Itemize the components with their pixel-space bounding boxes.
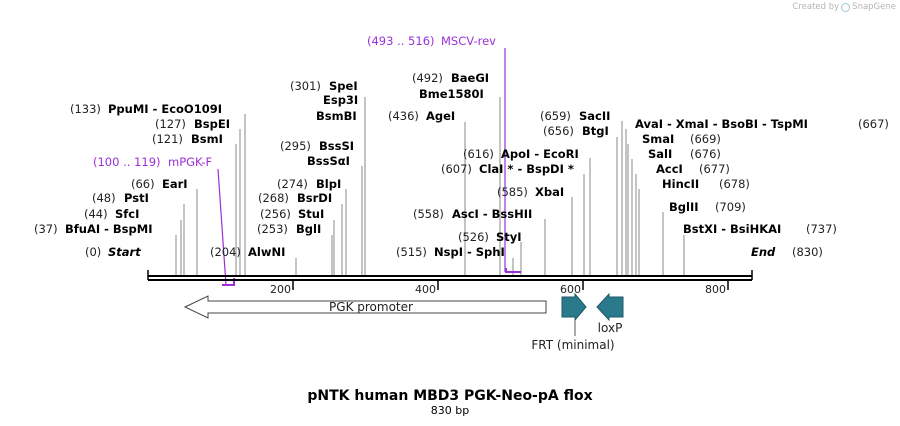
start-position: (0) [85,245,101,259]
tick-label: 400 [415,283,436,296]
site-position: (492) [412,71,443,85]
credit-brand: SnapGene [852,2,896,12]
primer-mpgk-f [217,168,235,286]
site-position: (669) [690,132,721,146]
site-name-stui: StuI [298,207,324,221]
site-position: (274) [277,177,308,191]
site-position: (616) [463,147,494,161]
end-position: (830) [792,245,823,259]
site-position: (301) [290,79,321,93]
site-position: (133) [70,102,101,116]
site-name-blpi: BlpI [316,177,341,191]
site-position: (676) [690,147,721,161]
end-label: End [751,245,776,259]
site-name-spei: SpeI [329,79,358,93]
site-name-bsmbi: BsmBI [316,109,357,123]
site-name-sfci: SfcI [115,207,139,221]
site-position: (607) [441,162,472,176]
site-position: (585) [497,185,528,199]
site-position: (253) [257,222,288,236]
primer-mscv-rev [504,48,521,273]
feature-label: loxP [598,321,623,335]
site-position: (127) [155,117,186,131]
site-name-apoi-ecori: ApoI - EcoRI [501,147,579,161]
site-position: (526) [458,230,489,244]
tick-label: 200 [270,283,291,296]
site-name-bme1580i: Bme1580I [419,87,484,101]
site-position: (256) [260,207,291,221]
tick-label: 800 [705,283,726,296]
start-label: Start [108,245,141,259]
site-name-alwni: AlwNI [248,245,285,259]
snapgene-logo-icon [841,2,851,12]
site-name-sacii: SacII [579,109,610,123]
site-position: (295) [280,139,311,153]
site-position: (37) [34,222,58,236]
site-position: (667) [858,117,889,131]
site-position: (268) [258,191,289,205]
site-position: (678) [719,177,750,191]
site-name-bglii: BglII [669,200,699,214]
primer-range: (493 .. 516) [367,34,435,48]
primer-range: (100 .. 119) [93,155,161,169]
site-name-styi: StyI [496,230,522,244]
snapgene-credit: Created by SnapGene [792,2,896,12]
site-name-bsmi: BsmI [191,132,223,146]
ruler-ticks: 200 400 600 800 [270,280,729,296]
feature-pgk-promoter: PGK promoter [183,295,547,319]
site-position: (659) [540,109,571,123]
site-position: (737) [806,222,837,236]
site-name-bsssai: BssSαI [307,154,350,168]
feature-label: PGK promoter [329,300,413,314]
primer-name-mscv-rev: MSCV-rev [441,34,496,48]
site-name-baegi: BaeGI [451,71,489,85]
site-name-asci-bsshii: AscI - BssHII [452,207,532,221]
site-name-ppumi-ecoo109i: PpuMI - EcoO109I [108,102,222,116]
site-name-avai-xmai-bsobi-tspmi: AvaI - XmaI - BsoBI - TspMI [635,117,808,131]
site-position: (709) [715,200,746,214]
site-name-bspei: BspEI [194,117,230,131]
site-name-hincii: HincII [662,177,699,191]
site-name-bsssi: BssSI [319,139,354,153]
site-name-smai: SmaI [642,132,674,146]
site-name-acci: AccI [656,162,683,176]
site-name-esp3i: Esp3I [323,93,358,107]
sequence-backbone [147,270,753,281]
site-position: (44) [84,207,108,221]
site-name-clai-bspdi: ClaI * - BspDI * [479,162,574,176]
site-name-nspi-sphi: NspI - SphI [434,245,505,259]
site-name-bstxi-bsihkai: BstXI - BsiHKAI [683,222,781,236]
map-length: 830 bp [431,404,469,417]
site-name-sali: SalI [648,147,672,161]
site-name-bfuai-bspmi: BfuAI - BspMI [65,222,152,236]
feature-loxp: loxP [596,292,624,335]
site-position: (515) [396,245,427,259]
credit-prefix: Created by [792,2,840,12]
site-position: (204) [210,245,241,259]
site-position: (436) [388,109,419,123]
site-position: (656) [543,124,574,138]
site-name-bsrdi: BsrDI [297,191,332,205]
site-name-eari: EarI [162,177,188,191]
feature-label: FRT (minimal) [531,338,614,352]
site-position: (558) [413,207,444,221]
primer-name-mpgk-f: mPGK-F [168,155,212,169]
map-title: pNTK human MBD3 PGK-Neo-pA flox [307,388,592,404]
site-name-xbai: XbaI [535,185,564,199]
site-name-psti: PstI [124,191,149,205]
site-position: (121) [152,132,183,146]
site-name-btgi: BtgI [582,124,609,138]
site-connector-lines [175,97,685,276]
site-position: (48) [92,191,116,205]
site-name-agei: AgeI [426,109,455,123]
site-position: (66) [131,177,155,191]
site-name-bgli: BglI [296,222,321,236]
feature-frt-minimal: FRT (minimal) [531,292,615,352]
site-position: (677) [699,162,730,176]
tick-label: 600 [560,283,581,296]
